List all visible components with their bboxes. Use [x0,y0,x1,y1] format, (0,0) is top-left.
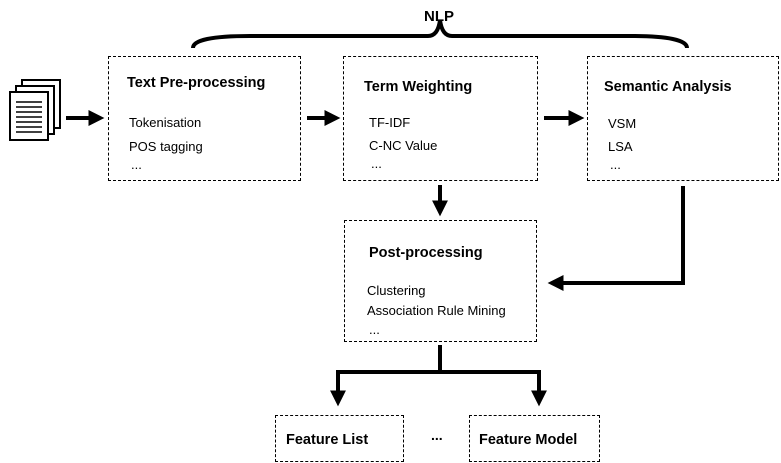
postprocessing-box: Post-processing Clustering Association R… [344,220,537,342]
term-weighting-item: C-NC Value [369,138,438,153]
nlp-label: NLP [424,8,454,25]
nlp-brace [191,19,689,49]
semantic-analysis-box: Semantic Analysis VSM LSA ... [587,56,779,181]
arrow-to-feature-list [330,370,440,407]
outputs-ellipsis: ... [431,427,443,443]
term-weighting-item: TF-IDF [369,115,411,130]
document-stack-icon [9,79,61,141]
term-weighting-item: ... [371,156,382,171]
preprocessing-item: ... [131,157,142,172]
feature-model-title: Feature Model [479,432,578,448]
semantic-analysis-title: Semantic Analysis [604,79,732,95]
arrow-semantic-to-postprocessing [547,186,685,291]
postprocessing-title: Post-processing [369,245,483,261]
postprocessing-item: Clustering [367,283,426,298]
semantic-analysis-item: LSA [608,139,633,154]
term-weighting-box: Term Weighting TF-IDF C-NC Value ... [343,56,538,181]
arrow-to-feature-model [440,370,547,407]
preprocessing-item: POS tagging [129,139,203,154]
feature-list-title: Feature List [286,432,369,448]
postprocessing-item: Association Rule Mining [367,303,506,318]
preprocessing-item: Tokenisation [129,115,202,130]
feature-model-box: Feature Model [469,415,600,462]
postprocessing-item: ... [369,322,380,337]
feature-list-box: Feature List [275,415,404,462]
semantic-analysis-item: VSM [608,116,637,131]
preprocessing-box: Text Pre-processing Tokenisation POS tag… [108,56,301,181]
semantic-analysis-item: ... [610,157,621,172]
term-weighting-title: Term Weighting [364,79,473,95]
preprocessing-title: Text Pre-processing [127,75,266,91]
